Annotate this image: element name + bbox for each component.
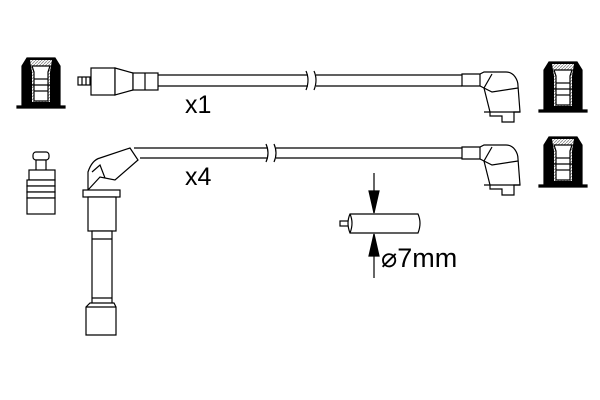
- insulator-nut-right-icon: [538, 61, 588, 113]
- spark-plug-boot-icon: [461, 71, 521, 123]
- insulator-nut-right-2-icon: [538, 136, 588, 188]
- cable-multi: [26, 136, 588, 336]
- terminal-pin: [77, 76, 91, 86]
- insulator-nut-left-icon: [16, 57, 66, 109]
- terminal-body: [90, 67, 116, 96]
- quantity-x4-label: x4: [185, 163, 212, 191]
- diameter-label: ⌀7mm: [381, 243, 458, 273]
- cable-single: [16, 57, 588, 123]
- coil-boot-icon: [82, 147, 139, 336]
- diameter-indicator: [339, 173, 421, 278]
- spark-plug-boot-2-icon: [461, 144, 521, 196]
- quantity-x1-label: x1: [185, 91, 212, 119]
- spark-plug-terminal-icon: [26, 151, 56, 215]
